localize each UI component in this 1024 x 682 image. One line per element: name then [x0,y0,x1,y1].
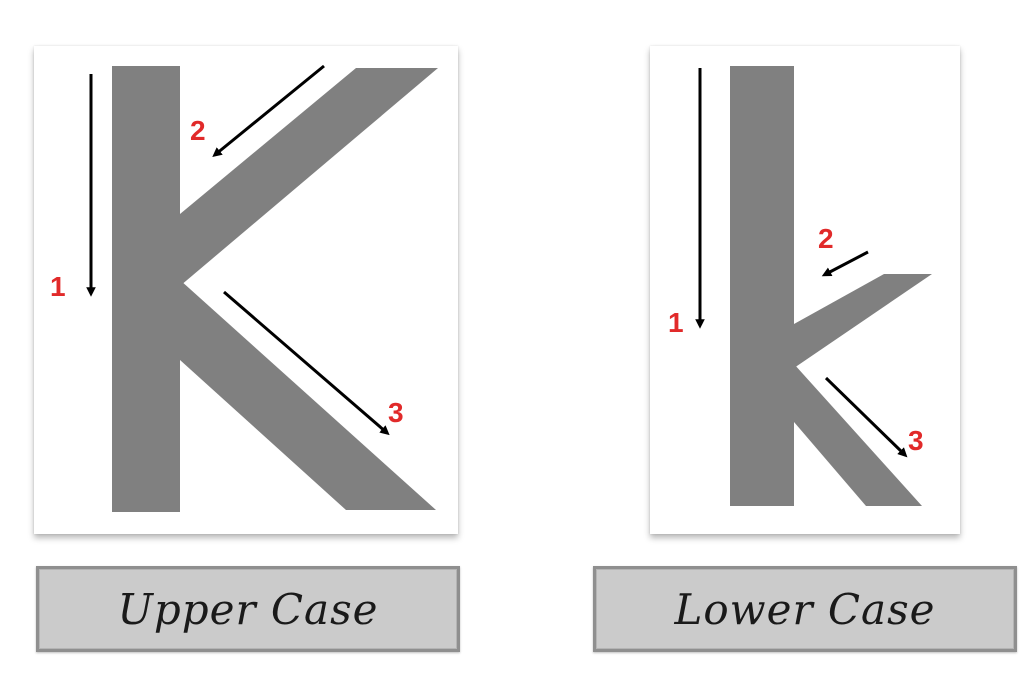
upper-case-caption: Upper Case [117,584,379,634]
upper-k-lower-leg [180,280,436,510]
upper-k-stem [112,66,180,512]
lower-k-upper-arm [794,274,932,368]
lower-k-lower-leg [794,364,922,506]
step-1-number: 1 [50,271,66,302]
stroke-2-arrow [212,64,325,158]
step-2-number: 2 [190,115,206,146]
upper-k-upper-arm [180,68,438,286]
step-3-number: 3 [388,397,404,428]
stroke-3-arrow [223,290,390,436]
stroke-2-arrow [821,250,869,277]
lower-case-caption: Lower Case [674,584,936,634]
step-3-number: 3 [908,425,924,456]
upper-case-caption-box: Upper Case [36,566,460,652]
lower-case-letter-card: 1 2 3 [650,46,960,534]
lower-k-stem [730,66,794,506]
stroke-3-arrow [824,376,908,458]
step-2-number: 2 [818,223,834,254]
upper-case-letter-card: 1 2 3 [34,46,458,534]
lower-case-k-diagram: 1 2 3 [668,66,932,506]
step-1-number: 1 [668,307,684,338]
lower-case-caption-box: Lower Case [593,566,1017,652]
upper-case-k-diagram: 1 2 3 [50,64,438,512]
